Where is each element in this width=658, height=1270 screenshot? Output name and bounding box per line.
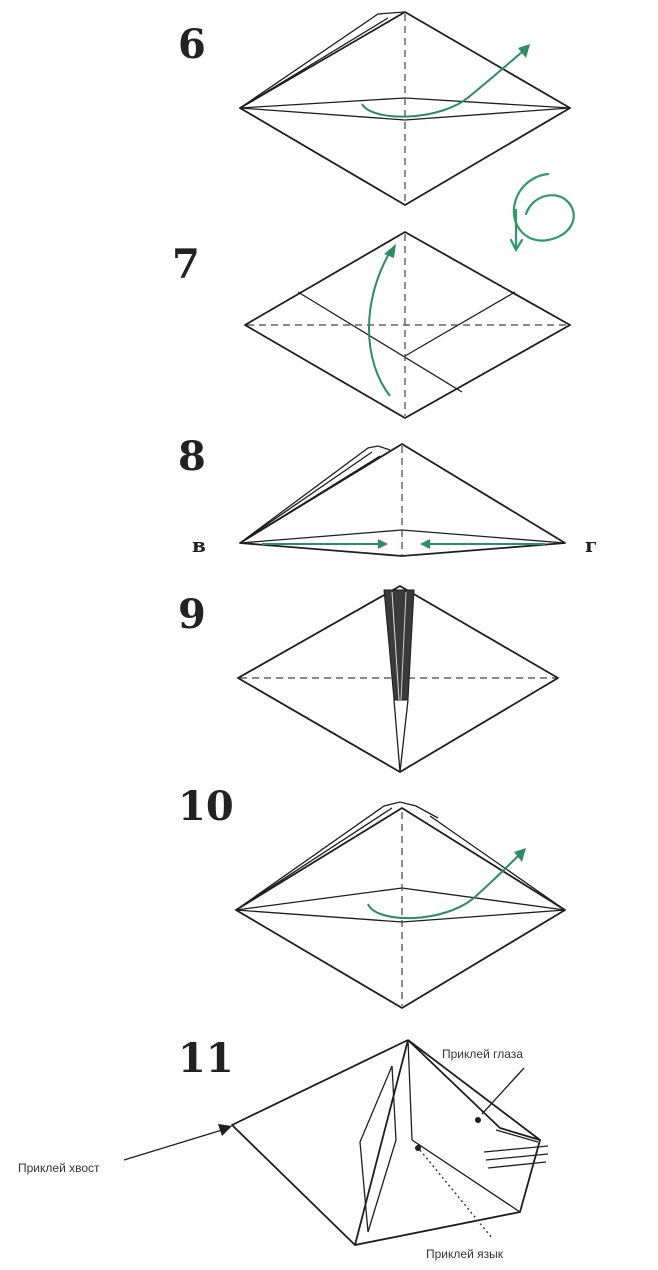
step-8-number: 8 [178,433,206,480]
step-7-number: 7 [172,241,200,288]
arrowhead-icon [518,44,530,58]
step-10-figure: 10 [178,783,565,1008]
arrowhead-icon [384,244,396,258]
callout-eyes: Приклей глаза [442,1047,523,1061]
step-6-figure: 6 [178,12,570,205]
point-label-right: г [585,533,597,557]
step-8-figure: 8 в г [178,433,597,557]
step-9-number: 9 [178,591,206,638]
step-10-fold-arrow [368,856,518,918]
handwritten-note: 6 [511,174,574,254]
callout-tail: Приклей хвост [18,1161,100,1175]
step-9-figure: 9 [178,586,558,772]
step-10-number: 10 [178,783,234,830]
step-11-figure: 11 Приклей глаза Приклей хвост Приклей я… [18,1035,548,1261]
step-6-fold-arrow [362,52,522,117]
step-6-number: 6 [178,21,206,68]
callout-tongue: Приклей язык [426,1247,504,1261]
point-label-left: в [192,533,206,557]
step-7-figure: 7 [172,232,570,418]
arrowhead-icon [514,848,526,862]
step-11-number: 11 [178,1035,234,1082]
step-7-fold-arrow [369,252,390,396]
